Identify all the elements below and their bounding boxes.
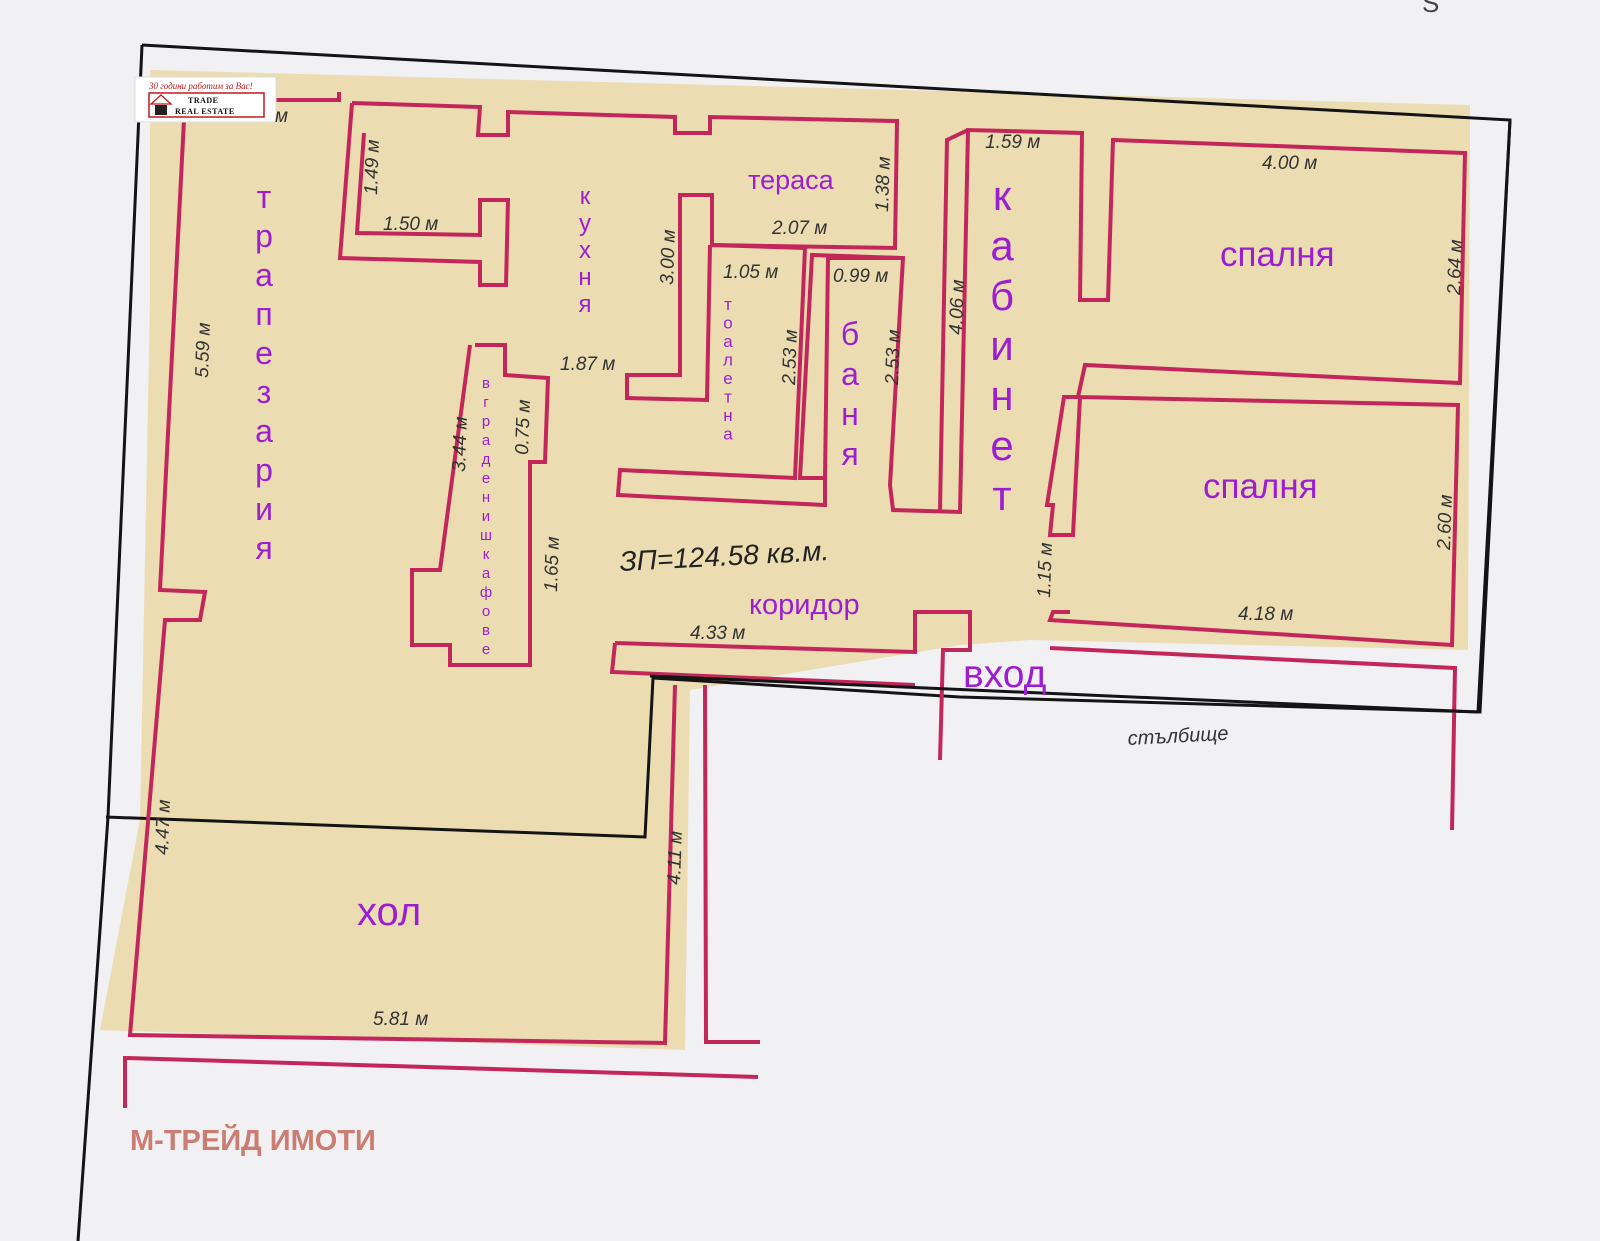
dim-bedroom1-height: 2.64 м xyxy=(1444,239,1467,296)
dim-corridor-width: 4.33 м xyxy=(690,623,745,644)
room-label-living: хол xyxy=(357,890,421,934)
dim-kitchen-wall: 3.00 м xyxy=(657,229,680,285)
dim-terrace-height: 1.38 м xyxy=(872,156,895,212)
dim-kitchen-lower: 1.50 м xyxy=(383,214,438,235)
dim-living-width: 5.81 м xyxy=(373,1009,428,1030)
dim-bedroom2-width: 4.18 м xyxy=(1238,604,1293,625)
dim-study-height: 4.06 м xyxy=(946,279,969,335)
logo-tagline: 30 години работим за Вас! xyxy=(148,81,253,91)
dim-wardrobe-height: 3.44 м xyxy=(449,416,472,472)
room-label-terrace: тераса xyxy=(748,165,835,195)
dim-bedroom2-height: 2.60 м xyxy=(1434,494,1457,551)
wall-kitchen-left xyxy=(337,102,511,287)
outer-border-left xyxy=(76,44,144,1241)
dim-bedroom1-width: 4.00 м xyxy=(1262,153,1317,174)
logo-brand-line2: REAL ESTATE xyxy=(175,107,235,116)
dim-top-left: м xyxy=(275,106,288,127)
wall-kitchen xyxy=(351,101,900,403)
wall-toilet xyxy=(615,127,1468,648)
house-icon xyxy=(149,94,173,105)
wall-entrance-right xyxy=(1049,646,1458,831)
dim-kitchen-length: 1.87 м xyxy=(560,354,615,375)
dim-living-right: 4.11 м xyxy=(664,831,687,886)
room-label-corridor: коридор xyxy=(749,589,860,621)
dim-toilet-height: 2.53 м xyxy=(779,329,802,386)
watermark: М-ТРЕЙД ИМОТИ xyxy=(130,1123,376,1157)
wall-corridor-bottom xyxy=(609,642,916,687)
dim-kitchen-upper: 1.49 м xyxy=(361,139,384,195)
dim-study-width: 1.59 м xyxy=(985,132,1040,153)
walls xyxy=(123,92,1468,1108)
wall-bath xyxy=(823,256,903,479)
dim-terrace-width: 2.07 м xyxy=(771,218,827,239)
company-logo: 30 години работим за Вас! TRADE REAL EST… xyxy=(134,76,277,123)
logo-brand-line1: TRADE xyxy=(188,96,219,105)
wall-bottom-outer xyxy=(123,1055,759,1108)
wall-hall-right xyxy=(703,684,760,1044)
room-label-bedroom-1: спалня xyxy=(1220,235,1335,274)
wall-study xyxy=(938,128,969,511)
dim-bath-height: 2.53 м xyxy=(882,329,905,386)
corner-mark: S xyxy=(1422,0,1439,18)
dim-living-left: 4.47 м xyxy=(152,799,175,855)
dim-bath-width: 0.99 м xyxy=(833,266,888,287)
wall-top-left xyxy=(127,99,677,1046)
room-label-entrance: вход xyxy=(963,653,1047,696)
dim-dining-height: 5.59 м xyxy=(192,322,215,378)
room-label-bedroom-2: спалня xyxy=(1203,467,1318,506)
wall-wardrobe xyxy=(410,343,551,667)
dim-wardrobe-lower: 1.65 м xyxy=(541,536,564,592)
outer-border-right xyxy=(1476,119,1512,713)
dim-toilet-width: 1.05 м xyxy=(723,262,778,283)
section-line xyxy=(649,674,1479,714)
dimension-labels: м 1.49 м 1.50 м 1.38 м 2.07 м 3.00 м 1.0… xyxy=(152,106,1467,1030)
apartment-fill xyxy=(100,70,1470,1050)
house-door-icon xyxy=(155,105,167,115)
dim-wardrobe-depth: 0.75 м xyxy=(512,399,535,455)
wall-corridor xyxy=(614,610,972,761)
dim-entrance-width: 1.15 м xyxy=(1034,542,1057,598)
stairwell-label: стълбище xyxy=(1127,723,1229,750)
